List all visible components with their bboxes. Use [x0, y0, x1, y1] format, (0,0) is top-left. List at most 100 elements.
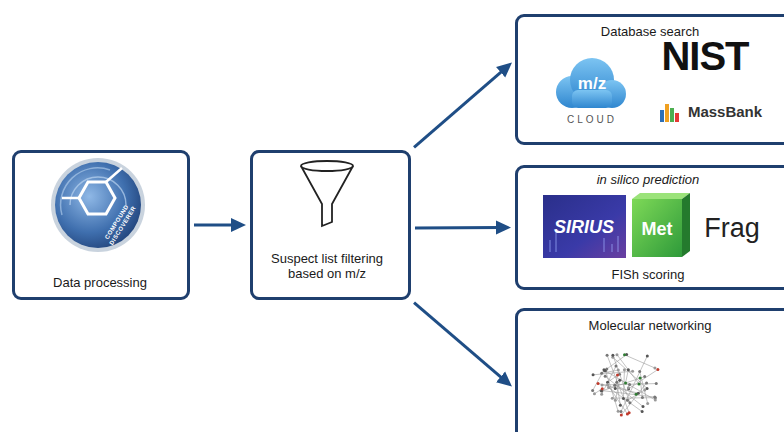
network-dot	[591, 389, 594, 392]
network-dot	[646, 355, 649, 358]
network-edge	[627, 390, 644, 400]
network-dot	[617, 410, 620, 413]
network-dot	[606, 384, 609, 387]
network-edge	[593, 371, 633, 375]
box-label: Frag	[688, 213, 776, 244]
cube-top	[632, 193, 690, 199]
network-edge	[640, 371, 648, 403]
box-label: COMPOUND DISCOVERER	[93, 186, 147, 261]
network-edge	[602, 384, 656, 385]
flow-arrow	[415, 226, 501, 229]
box-label: m/z	[567, 74, 617, 94]
network-dot	[606, 381, 609, 384]
prediction-box: in silico predictionSIRIUSMetFragFISh sc…	[515, 165, 784, 290]
cube-side	[682, 193, 690, 257]
network-dot	[619, 410, 622, 413]
box-heading: in silico prediction	[548, 173, 748, 188]
bar	[665, 104, 669, 122]
network-edge	[626, 370, 629, 383]
network-dot	[628, 383, 631, 386]
network-edge	[593, 370, 604, 391]
network-edge	[615, 375, 617, 388]
network-dot	[656, 368, 659, 371]
box-label: SIRIUS	[545, 217, 623, 238]
massbank-icon	[660, 104, 679, 122]
network-dot	[615, 353, 618, 356]
network-edge	[601, 390, 655, 397]
bond-line	[106, 168, 122, 182]
network-edge	[612, 397, 655, 398]
network-dot	[624, 381, 627, 384]
flow-arrow	[414, 69, 504, 147]
box-label: Data processing	[20, 276, 180, 291]
network-dot	[592, 373, 595, 376]
network-dot	[628, 401, 631, 404]
network-dot	[616, 373, 619, 376]
funnel-rim	[301, 161, 353, 171]
network-dot	[597, 382, 600, 385]
network-dot	[614, 387, 617, 390]
box-label: MassBank	[680, 103, 770, 120]
network-dot	[641, 396, 644, 399]
network-dot	[618, 379, 621, 382]
network-edge	[604, 370, 655, 400]
network-dot	[615, 365, 618, 368]
network-dot	[638, 370, 641, 373]
network-dot	[614, 399, 617, 402]
network-dot	[643, 388, 646, 391]
logo-cube	[632, 199, 682, 257]
network-dot	[615, 381, 618, 384]
process-box: COMPOUND DISCOVERER Data processing	[12, 150, 190, 300]
database-box: Database searchm/zCLOUDNISTMassBank	[515, 14, 784, 145]
network-dot	[641, 410, 644, 413]
filter-box: Suspect list filtering based on m/z	[250, 150, 411, 300]
network-dot	[611, 397, 614, 400]
network-dot	[619, 404, 622, 407]
network-dot	[606, 354, 609, 357]
network-edge	[609, 387, 643, 411]
network-dot	[622, 397, 625, 400]
network-dot	[653, 396, 656, 399]
network-dot	[631, 370, 634, 373]
sirius-logo	[543, 195, 626, 258]
network-dot	[601, 384, 604, 387]
cloud-logo	[556, 58, 626, 108]
bar	[670, 108, 674, 122]
network-dot	[600, 393, 603, 396]
network-dot	[645, 381, 648, 384]
benzene-ring	[79, 182, 115, 214]
network-dot	[603, 369, 606, 372]
network-dot	[593, 392, 596, 395]
funnel-body	[301, 166, 353, 226]
network-edge	[607, 355, 629, 413]
network-dot	[617, 369, 620, 372]
network-dot	[639, 376, 642, 379]
bond-line	[62, 197, 79, 200]
network-dot	[627, 368, 630, 371]
network-dot	[653, 367, 656, 370]
box-label: Molecular networking	[540, 319, 760, 334]
network-dot	[646, 402, 649, 405]
network-dot	[635, 393, 638, 396]
network-dot	[654, 399, 657, 402]
network-dot	[620, 414, 623, 417]
network-dot	[623, 353, 626, 356]
box-label: NIST	[640, 33, 770, 79]
network-dot	[601, 387, 604, 390]
network-dot	[626, 399, 629, 402]
metfrag-logo	[632, 193, 690, 257]
logo-tile	[543, 195, 626, 258]
network-edge	[613, 355, 630, 403]
network-dot	[643, 375, 646, 378]
network-dot	[637, 383, 640, 386]
network-dot	[623, 368, 626, 371]
network-edge	[617, 355, 639, 384]
network-dot	[604, 375, 607, 378]
network-box: Molecular networking	[515, 308, 784, 432]
network-dot	[628, 411, 631, 414]
network-dot	[642, 405, 645, 408]
bar	[660, 110, 664, 122]
network-dot	[611, 354, 614, 357]
flow-arrow	[414, 303, 504, 380]
